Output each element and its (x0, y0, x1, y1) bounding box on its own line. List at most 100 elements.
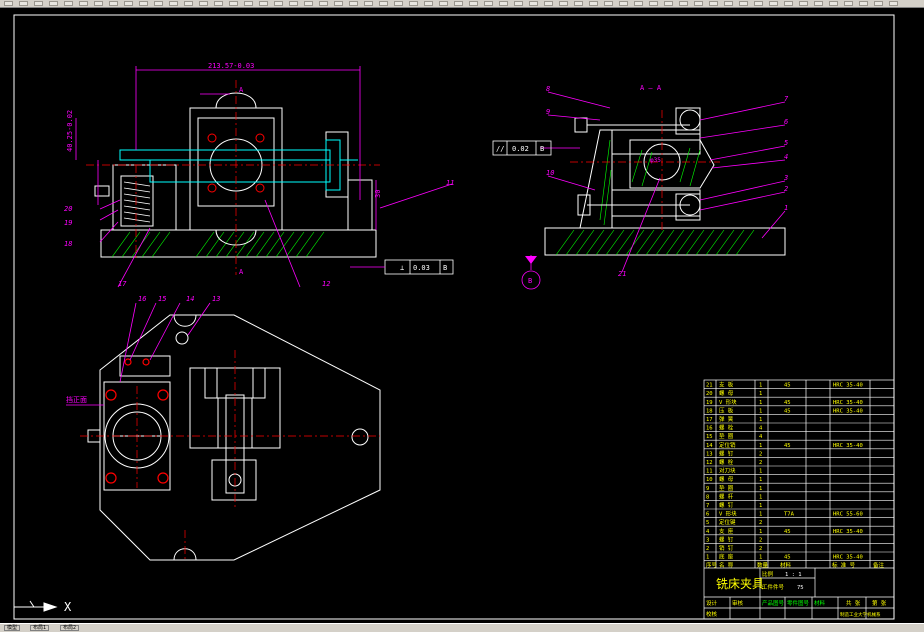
toolbar-button[interactable] (64, 1, 73, 6)
tol-flat-datum: B (540, 145, 544, 153)
toolbar-button[interactable] (784, 1, 793, 6)
tab-layout1[interactable]: 布局1 (30, 625, 50, 631)
toolbar-button[interactable] (289, 1, 298, 6)
svg-text:16: 16 (138, 295, 146, 303)
toolbar-button[interactable] (889, 1, 898, 6)
toolbar-button[interactable] (484, 1, 493, 6)
toolbar-button[interactable] (259, 1, 268, 6)
dim-width: 213.57-0.03 (208, 62, 254, 70)
dim-height: 30 (374, 190, 382, 198)
toolbar-button[interactable] (214, 1, 223, 6)
toolbar-button[interactable] (844, 1, 853, 6)
svg-text:第 张: 第 张 (872, 599, 887, 607)
bom-row-no: 4 (706, 529, 710, 535)
dim-side: 40.25-0.02 (66, 110, 74, 152)
toolbar-button[interactable] (169, 1, 178, 6)
toolbar-button[interactable] (709, 1, 718, 6)
svg-text:4: 4 (784, 153, 788, 161)
bom-row-no: 18 (706, 408, 713, 414)
svg-text:10: 10 (546, 169, 554, 177)
top-view (87, 314, 381, 561)
svg-text:12: 12 (322, 280, 330, 288)
bom-table (703, 379, 895, 620)
toolbar-button[interactable] (559, 1, 568, 6)
bom-row-qty: 2 (759, 460, 762, 466)
toolbar-button[interactable] (439, 1, 448, 6)
svg-text:17: 17 (118, 280, 127, 288)
toolbar-button[interactable] (349, 1, 358, 6)
svg-text:零件图号: 零件图号 (787, 599, 810, 607)
bom-row-name: 底 座 (719, 553, 734, 561)
toolbar-button[interactable] (814, 1, 823, 6)
toolbar-button[interactable] (829, 1, 838, 6)
bom-row-no: 6 (706, 512, 709, 518)
toolbar-button[interactable] (394, 1, 403, 6)
bom-row-note: HRC 35-40 (833, 555, 863, 561)
toolbar-button[interactable] (859, 1, 868, 6)
toolbar-button[interactable] (229, 1, 238, 6)
toolbar-button[interactable] (304, 1, 313, 6)
toolbar-button[interactable] (124, 1, 133, 6)
svg-text:21: 21 (618, 270, 626, 278)
bom-row-qty: 2 (759, 546, 762, 552)
bom-row-no: 20 (706, 391, 713, 397)
toolbar-button[interactable] (34, 1, 43, 6)
toolbar-button[interactable] (319, 1, 328, 6)
toolbar-button[interactable] (364, 1, 373, 6)
toolbar-button[interactable] (799, 1, 808, 6)
toolbar-button[interactable] (409, 1, 418, 6)
toolbar-button[interactable] (424, 1, 433, 6)
toolbar-button[interactable] (4, 1, 13, 6)
front-balloons: 17 18 19 20 11 12 (64, 179, 454, 288)
toolbar-button[interactable] (334, 1, 343, 6)
toolbar-button[interactable] (724, 1, 733, 6)
ucs-cross-icon: X (64, 600, 72, 614)
toolbar-button[interactable] (184, 1, 193, 6)
bom-row-no: 11 (706, 469, 713, 475)
toolbar-button[interactable] (454, 1, 463, 6)
toolbar-button[interactable] (499, 1, 508, 6)
toolbar-button[interactable] (19, 1, 28, 6)
toolbar-button[interactable] (679, 1, 688, 6)
datum-b: B (528, 277, 532, 285)
toolbar-button[interactable] (604, 1, 613, 6)
toolbar-button[interactable] (274, 1, 283, 6)
toolbar-button[interactable] (529, 1, 538, 6)
toolbar-button[interactable] (94, 1, 103, 6)
toolbar-button[interactable] (754, 1, 763, 6)
toolbar-button[interactable] (739, 1, 748, 6)
toolbar-button[interactable] (769, 1, 778, 6)
centerlines-front (86, 80, 380, 275)
bom-row-qty: 4 (759, 434, 763, 440)
toolbar-button[interactable] (49, 1, 58, 6)
tab-layout2[interactable]: 布局2 (60, 625, 80, 631)
front-view (94, 92, 377, 258)
bom-header-note: 备注 (873, 561, 885, 569)
bom-row-note: HRC 55-60 (833, 512, 863, 518)
toolbar-button[interactable] (139, 1, 148, 6)
toolbar-button[interactable] (379, 1, 388, 6)
toolbar-button[interactable] (874, 1, 883, 6)
toolbar-button[interactable] (574, 1, 583, 6)
toolbar-button[interactable] (244, 1, 253, 6)
bom-row-name: V 形块 (719, 510, 737, 518)
tab-model[interactable]: 模型 (4, 625, 21, 631)
toolbar-button[interactable] (649, 1, 658, 6)
drawing-canvas[interactable]: 213.57-0.03 30 40.25-0.02 A A ⊥ 0.03 B 1… (0, 8, 924, 623)
toolbar-button[interactable] (109, 1, 118, 6)
toolbar-button[interactable] (619, 1, 628, 6)
toolbar-button[interactable] (199, 1, 208, 6)
toolbar-button[interactable] (664, 1, 673, 6)
toolbar-button[interactable] (694, 1, 703, 6)
toolbar-button[interactable] (589, 1, 598, 6)
toolbar-button[interactable] (154, 1, 163, 6)
toolbar-button[interactable] (544, 1, 553, 6)
top-bolts (105, 358, 169, 484)
toolbar-button[interactable] (634, 1, 643, 6)
bom-header-qty: 数量 (757, 561, 769, 569)
toolbar-button[interactable] (469, 1, 478, 6)
toolbar-button[interactable] (79, 1, 88, 6)
svg-text:6: 6 (784, 118, 788, 126)
toolbar-button[interactable] (514, 1, 523, 6)
